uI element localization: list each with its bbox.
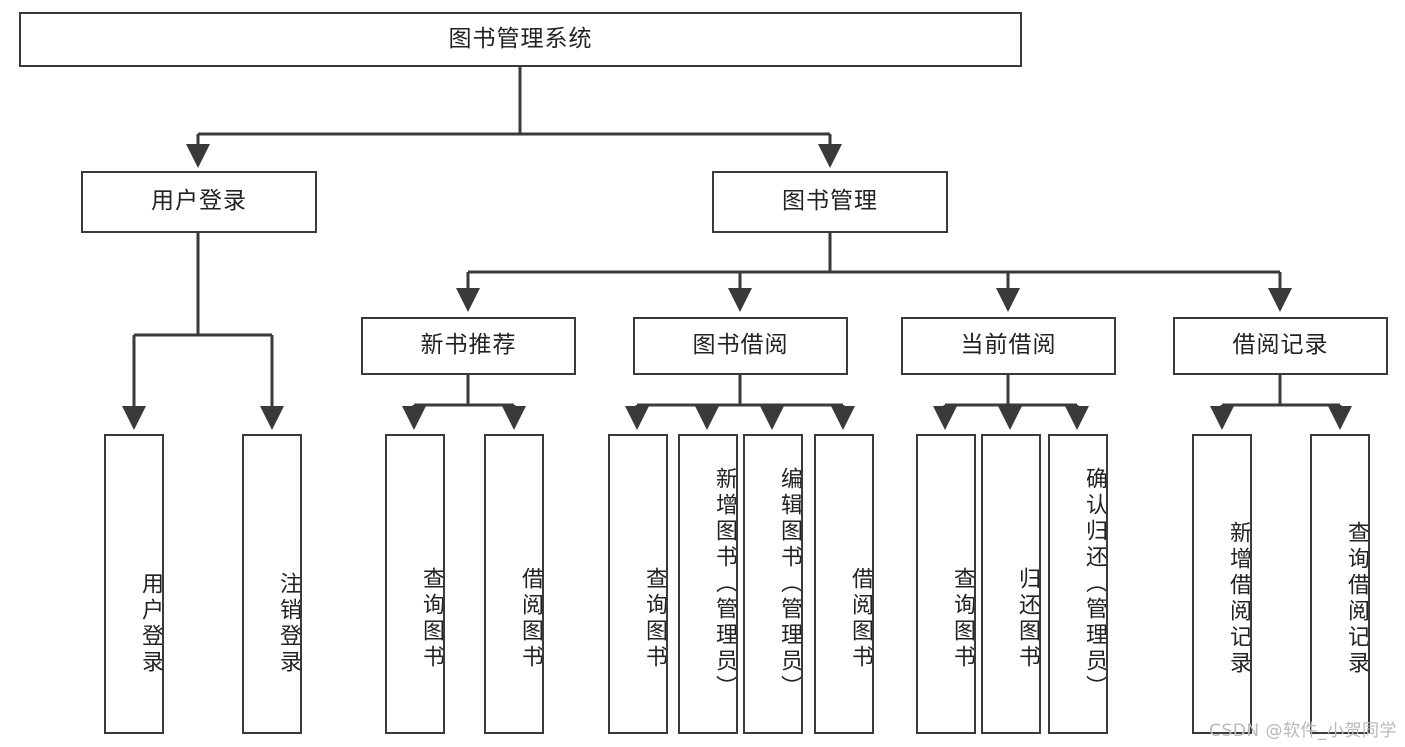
leaf-borrow-query-book[interactable]: 查询图书 — [608, 434, 668, 734]
leaf-user-login-signout[interactable]: 注销登录 — [242, 434, 302, 734]
node-label: 查询图书 — [950, 567, 975, 671]
node-book-borrow[interactable]: 图书借阅 — [633, 317, 848, 375]
node-borrow-record[interactable]: 借阅记录 — [1173, 317, 1388, 375]
node-label: 新增图书（管理员） — [712, 467, 737, 701]
node-label: 借阅图书 — [518, 567, 543, 671]
node-book-management[interactable]: 图书管理 — [712, 171, 948, 233]
node-label: 借阅记录 — [1232, 332, 1329, 359]
node-new-book-recommend[interactable]: 新书推荐 — [361, 317, 576, 375]
leaf-record-query-record[interactable]: 查询借阅记录 — [1310, 434, 1370, 734]
node-label: 新增借阅记录 — [1226, 521, 1251, 677]
leaf-borrow-borrow-book[interactable]: 借阅图书 — [814, 434, 874, 734]
node-label: 用户登录 — [151, 188, 247, 215]
node-label: 归还图书 — [1015, 567, 1040, 671]
node-label: 当前借阅 — [960, 332, 1057, 359]
leaf-user-login-signin[interactable]: 用户登录 — [104, 434, 164, 734]
csdn-watermark: CSDN @软件_小贺同学 — [1209, 721, 1397, 741]
node-label: 注销登录 — [276, 572, 301, 676]
leaf-newbook-query-book[interactable]: 查询图书 — [385, 434, 445, 734]
node-label: 查询图书 — [419, 567, 444, 671]
node-label: 查询图书 — [642, 567, 667, 671]
leaf-record-add-record[interactable]: 新增借阅记录 — [1192, 434, 1252, 734]
node-label: 图书借阅 — [692, 332, 789, 359]
node-label: 图书管理系统 — [448, 25, 593, 52]
leaf-current-query-book[interactable]: 查询图书 — [916, 434, 976, 734]
node-user-login[interactable]: 用户登录 — [81, 171, 317, 233]
node-label: 借阅图书 — [848, 567, 873, 671]
node-label: 新书推荐 — [420, 332, 517, 359]
node-label: 编辑图书（管理员） — [777, 467, 802, 701]
node-label: 用户登录 — [138, 572, 163, 676]
node-label: 图书管理 — [782, 188, 878, 215]
node-root-system[interactable]: 图书管理系统 — [19, 12, 1022, 67]
leaf-current-confirm-return-admin[interactable]: 确认归还（管理员） — [1048, 434, 1108, 734]
leaf-borrow-edit-book-admin[interactable]: 编辑图书（管理员） — [743, 434, 803, 734]
leaf-newbook-borrow-book[interactable]: 借阅图书 — [484, 434, 544, 734]
leaf-borrow-add-book-admin[interactable]: 新增图书（管理员） — [678, 434, 738, 734]
node-current-borrow[interactable]: 当前借阅 — [901, 317, 1116, 375]
leaf-current-return-book[interactable]: 归还图书 — [981, 434, 1041, 734]
node-label: 确认归还（管理员） — [1082, 467, 1107, 701]
node-label: 查询借阅记录 — [1344, 521, 1369, 677]
